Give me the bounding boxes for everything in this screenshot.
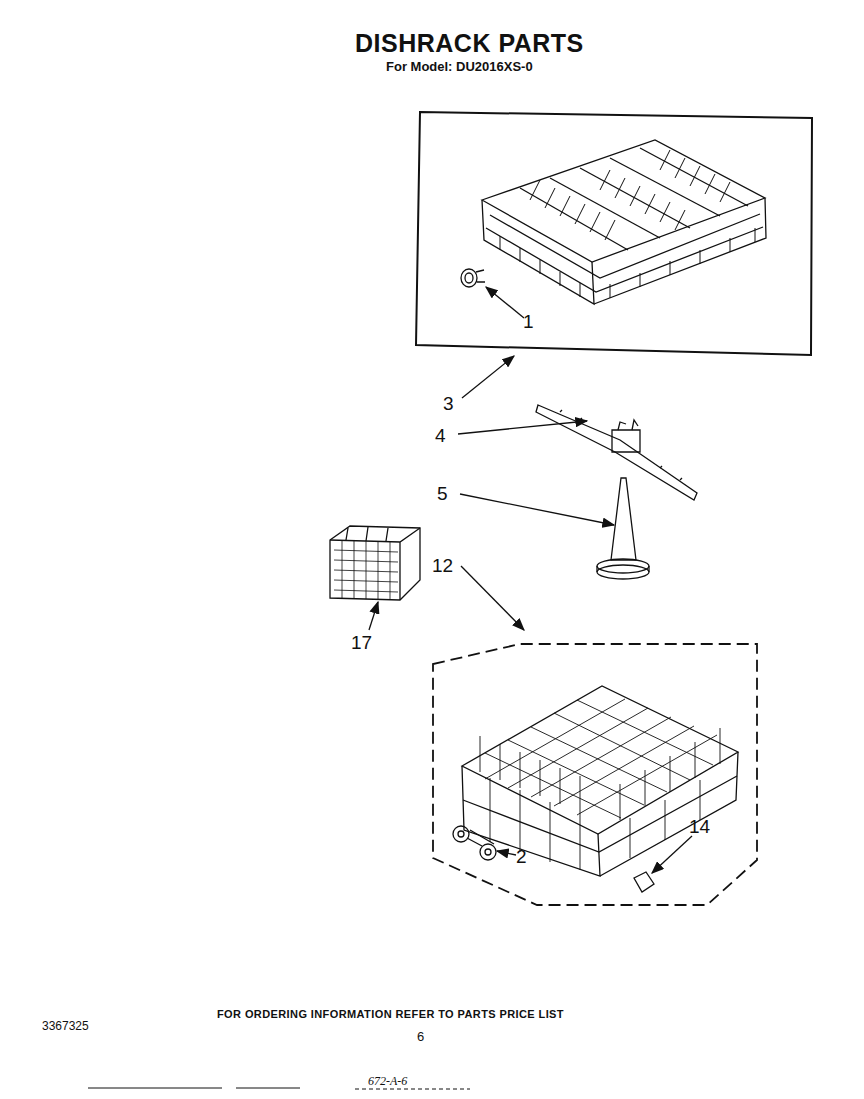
upper-rack [482, 140, 766, 304]
lower-rack-frame [433, 644, 757, 905]
rack-wheels [453, 826, 496, 860]
rack-stop [461, 269, 485, 287]
spray-arm [536, 405, 697, 500]
callout-number: 17 [351, 633, 372, 654]
page-number: 6 [417, 1030, 424, 1044]
ordering-note: FOR ORDERING INFORMATION REFER TO PARTS … [217, 1008, 564, 1020]
handwritten-code: 672-A-6 [368, 1075, 407, 1088]
callout-number: 14 [689, 817, 710, 838]
callout-number: 2 [516, 847, 527, 868]
diagram-title: DISHRACK PARTS [355, 30, 584, 58]
callout-number: 4 [435, 426, 446, 447]
callout-number: 3 [443, 394, 454, 415]
document-number: 3367325 [42, 1020, 89, 1033]
upper-rack-frame [416, 112, 812, 355]
callout-number: 5 [437, 484, 448, 505]
spray-tube [597, 478, 649, 579]
silverware-basket [330, 526, 420, 600]
callout-number: 12 [432, 556, 453, 577]
lower-rack [462, 686, 738, 876]
model-subtitle: For Model: DU2016XS-0 [386, 60, 533, 74]
callout-number: 1 [523, 312, 534, 333]
tine-cap [634, 872, 654, 892]
